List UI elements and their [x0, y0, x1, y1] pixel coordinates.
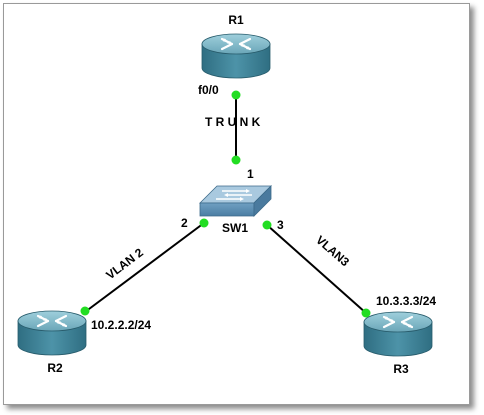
- port-dot-sw1-3: [262, 220, 272, 230]
- switch-arrows-icon: [216, 189, 252, 201]
- r2-ip-address: 10.2.2.2/24: [91, 318, 151, 332]
- r1-port-label: f0/0: [198, 83, 219, 97]
- router-r3-label: R3: [393, 362, 409, 376]
- sw1-port-3-label: 3: [277, 218, 284, 232]
- switch-sw1[interactable]: [199, 185, 272, 217]
- link-r3-sw1: [266, 224, 367, 314]
- r3-ip-address: 10.3.3.3/24: [376, 294, 436, 308]
- port-dot-r1-f0-0: [231, 90, 241, 100]
- trunk-link-label: T R U N K: [205, 115, 261, 129]
- vlan3-link-label: VLAN3: [313, 233, 352, 270]
- router-r3[interactable]: [362, 310, 434, 358]
- port-dot-sw1-2: [199, 218, 209, 228]
- switch-sw1-label: SW1: [222, 221, 248, 235]
- link-r2-sw1: [84, 222, 205, 313]
- port-dot-r3: [361, 308, 371, 318]
- sw1-port-2-label: 2: [181, 216, 188, 230]
- router-r2-label: R2: [47, 361, 63, 375]
- port-dot-sw1-1: [231, 155, 241, 165]
- router-r2[interactable]: [16, 309, 88, 357]
- vlan2-link-label: VLAN 2: [103, 245, 146, 282]
- port-dot-r2: [80, 306, 90, 316]
- router-r1-label: R1: [228, 13, 244, 27]
- sw1-port-1-label: 1: [247, 167, 254, 181]
- router-r1[interactable]: [200, 32, 272, 80]
